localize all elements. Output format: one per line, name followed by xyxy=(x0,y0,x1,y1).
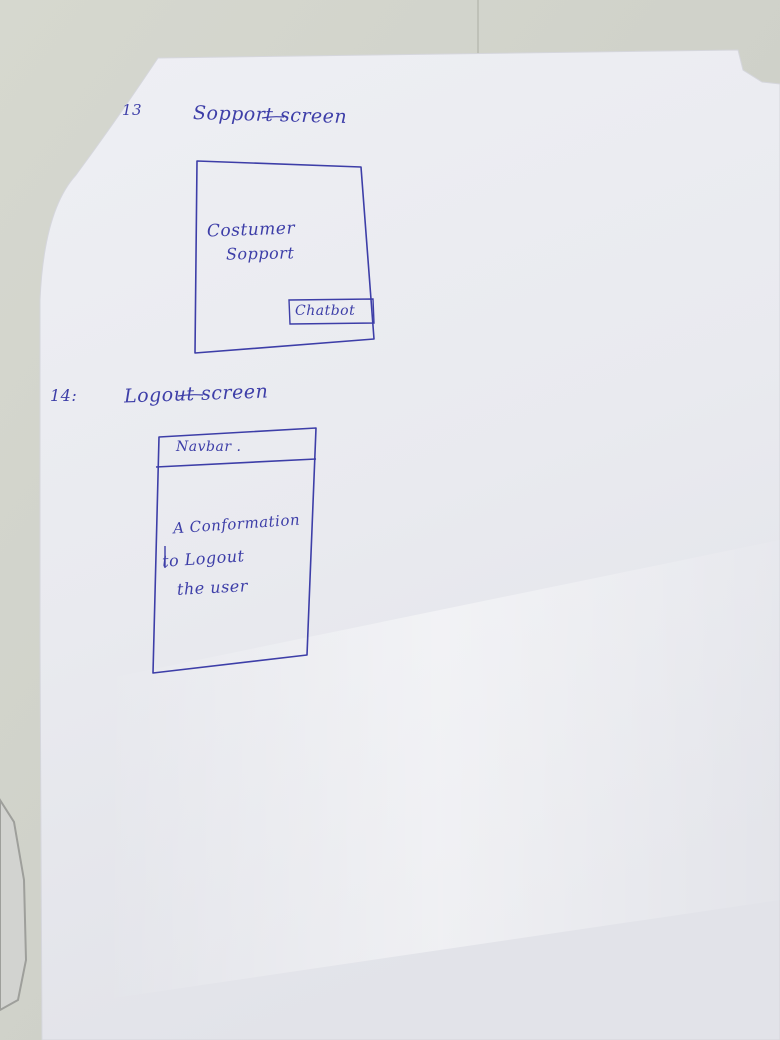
section-14-title: Logout screen xyxy=(123,380,269,408)
chatbot-button-label: Chatbot xyxy=(295,303,356,319)
section-13-title: Sopport screen xyxy=(192,101,348,129)
section-14-number: 14: xyxy=(50,386,78,405)
title14-stroke xyxy=(177,394,204,397)
support-body-line-2: Sopport xyxy=(225,243,295,264)
logout-body-line-3: the user xyxy=(176,576,249,599)
navbar-label: Navbar . xyxy=(176,439,242,455)
device-edge xyxy=(0,798,28,1012)
title13-stroke xyxy=(261,116,285,119)
section-13-number: 13 xyxy=(122,101,143,119)
chatbot-box xyxy=(288,298,375,325)
logout-wireframe-frame xyxy=(152,427,317,674)
navbar-divider xyxy=(155,458,317,468)
support-wireframe-frame xyxy=(194,160,375,354)
paper-sheen xyxy=(100,540,780,1000)
support-body-line-1: Costumer xyxy=(206,218,296,242)
